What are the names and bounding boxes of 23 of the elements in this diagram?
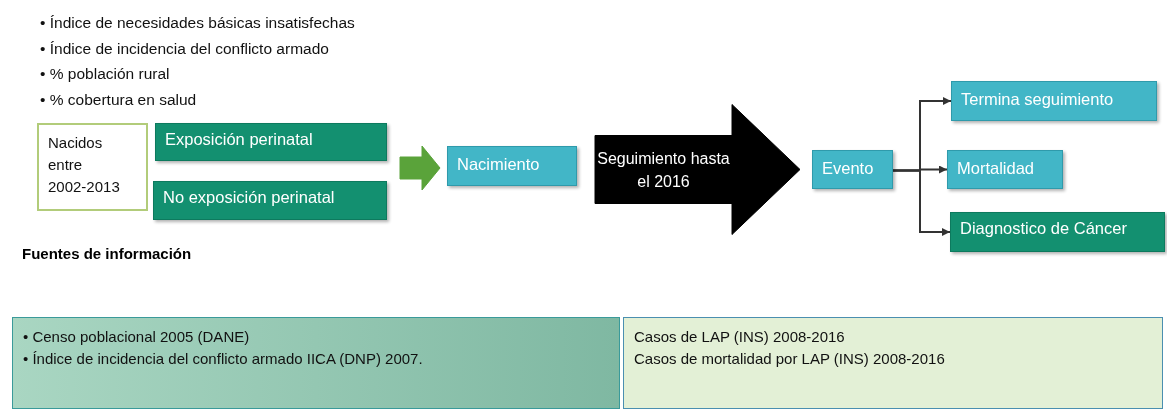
process-box: Evento: [812, 150, 893, 189]
process-box: Diagnostico de Cáncer: [950, 212, 1165, 252]
process-box: Termina seguimiento: [951, 81, 1157, 121]
source-panel: [623, 317, 1163, 409]
block-arrow: [594, 104, 801, 235]
process-box: Exposición perinatal: [155, 123, 387, 161]
bullet-item: • % población rural: [40, 64, 171, 84]
source-text: Casos de mortalidad por LAP (INS) 2008-2016: [634, 348, 946, 369]
process-box: No exposición perinatal: [153, 181, 387, 220]
source-text: Casos de LAP (INS) 2008-2016: [634, 327, 846, 347]
bullet-item: • Censo poblacional 2005 (DANE): [23, 327, 251, 347]
process-box: Nacidos entre 2002-2013: [37, 123, 148, 211]
bullet-item: • Índice de incidencia del conflicto armado IICA (DNP) 2007.: [23, 348, 424, 369]
bullet-item: • Índice de necesidades básicas insatisfechas: [40, 13, 355, 33]
block-arrow: [399, 145, 441, 191]
section-heading: Fuentes de información: [22, 245, 192, 262]
bullet-item: • Índice de incidencia del conflicto armado: [40, 38, 330, 59]
process-box: Nacimiento: [447, 146, 577, 186]
bullet-item: • % cobertura en salud: [40, 89, 198, 110]
process-box: Mortalidad: [947, 150, 1063, 189]
edge-label: Seguimiento hasta el 2016: [596, 148, 731, 192]
arrow: [892, 169, 951, 236]
source-panel: [12, 317, 620, 409]
